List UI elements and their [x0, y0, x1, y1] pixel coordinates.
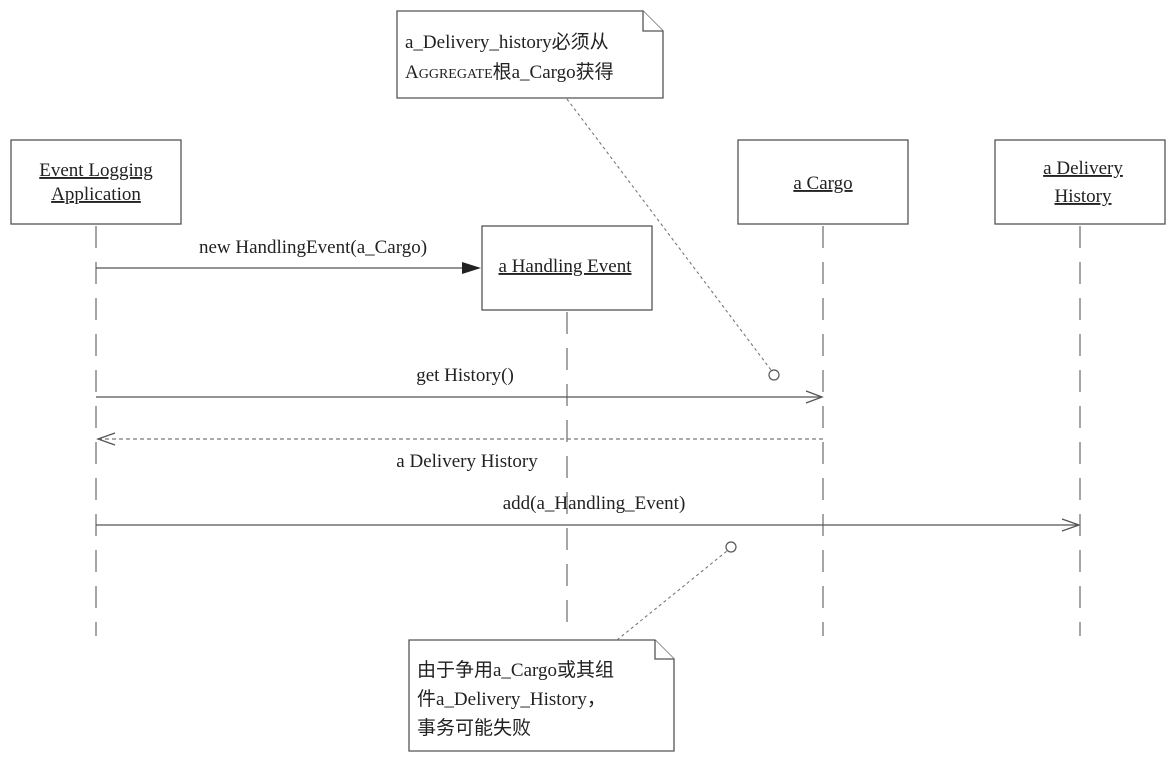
open-arrow-icon [805, 390, 824, 404]
open-arrow-icon [96, 432, 116, 446]
message-create-handling-event: new HandlingEvent(a_Cargo) [96, 237, 481, 274]
participant-handling-event: a Handling Event [481, 225, 653, 311]
filled-arrow-icon [462, 262, 481, 274]
message-label: a Delivery History [396, 451, 538, 472]
note-line: 件a_Delivery_History， [417, 688, 606, 710]
note-line: 事务可能失败 [417, 717, 531, 739]
participant-event-logging-application: Event Logging Application [10, 139, 182, 225]
note-line: 由于争用a_Cargo或其组 [417, 659, 614, 681]
participant-label-line1: Event Logging [39, 160, 153, 181]
participant-label-line1: a Delivery [1043, 158, 1123, 179]
participant-label-line2: History [1055, 186, 1113, 207]
message-get-history: get History() [96, 365, 824, 404]
note-top: a_Delivery_history必须从 AGGREGATE根a_Cargo获… [396, 10, 780, 381]
message-label: add(a_Handling_Event) [503, 493, 686, 514]
note-bottom: 由于争用a_Cargo或其组 件a_Delivery_History， 事务可能… [408, 541, 737, 752]
note-anchor-circle-icon [725, 541, 737, 553]
note-line: a_Delivery_history必须从 [405, 31, 609, 53]
message-label: new HandlingEvent(a_Cargo) [199, 237, 427, 258]
note-line: AGGREGATE根a_Cargo获得 [405, 61, 614, 83]
message-return-delivery-history: a Delivery History [96, 432, 823, 472]
participant-delivery-history: a Delivery History [994, 139, 1166, 225]
message-label: get History() [416, 365, 514, 386]
participant-label: a Handling Event [499, 256, 633, 277]
message-add-handling-event: add(a_Handling_Event) [96, 493, 1081, 532]
participant-cargo: a Cargo [737, 139, 909, 225]
open-arrow-icon [1061, 518, 1081, 532]
participant-label-line2: Application [51, 184, 141, 205]
note-connector [566, 98, 772, 371]
note-connector [616, 550, 728, 641]
participant-label: a Cargo [793, 173, 852, 194]
note-anchor-circle-icon [768, 369, 780, 381]
